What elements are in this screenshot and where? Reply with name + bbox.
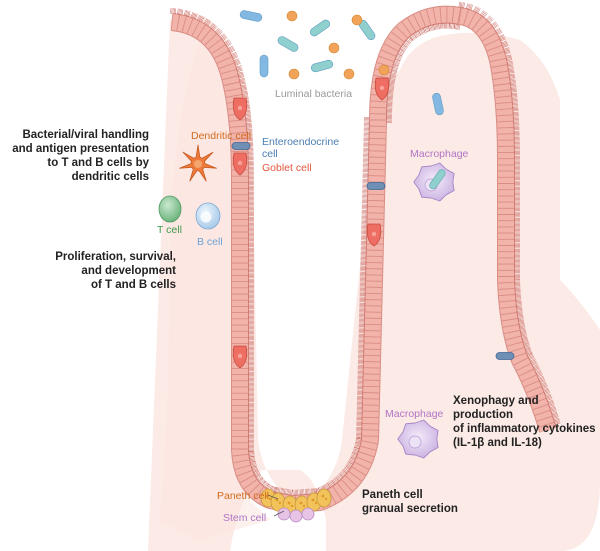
paneth-cell-6	[316, 488, 332, 508]
goblet-mucus-3	[379, 85, 385, 91]
paneth-granule-b-5	[314, 501, 318, 505]
luminal-bacterium-rod-4	[259, 54, 269, 78]
xenophagy-note-line2: of inflammatory cytokines	[453, 423, 596, 435]
epithelium-layer	[170, 1, 561, 513]
luminal-bacterium-coccus-2	[351, 14, 363, 26]
xenophagy-note: Xenophagy and production of inflammatory…	[453, 394, 600, 450]
luminal-bacterium-rod-1	[239, 10, 263, 22]
b-cell-label: B cell	[197, 236, 223, 248]
antigen-note-line3: to T and B cells by	[47, 157, 149, 169]
goblet-mucus-1	[237, 105, 243, 111]
paneth-granule-4	[299, 501, 303, 505]
luminal-bacterium-coccus-1	[286, 10, 298, 22]
luminal-bacterium-rod-5	[310, 59, 334, 73]
dendritic-cell-label: Dendritic cell	[191, 130, 252, 142]
paneth-granule-6	[321, 494, 325, 498]
antigen-note-line4: dendritic cells	[71, 171, 149, 183]
antigen-note-line1: Bacterial/viral handling	[22, 129, 149, 141]
right-villus-outer-wall-cell-borders	[458, 8, 555, 428]
paneth-granule-3	[287, 501, 291, 505]
dendritic-cell-nucleus	[194, 160, 202, 168]
luminal-bacteria-label: Luminal bacteria	[275, 88, 353, 100]
antigen-note-line2: and antigen presentation	[12, 143, 149, 155]
luminal-bacterium-coccus-3	[328, 42, 340, 54]
xenophagy-note-line1: Xenophagy and production	[453, 395, 539, 421]
proliferation-note: Proliferation, survival, and development…	[0, 250, 176, 292]
paneth-granule-1	[265, 494, 269, 498]
paneth-cell-leader	[267, 494, 279, 500]
t-cell-label: T cell	[157, 224, 182, 236]
right-villus-outer-wall	[458, 1, 561, 433]
proliferation-note-line1: Proliferation, survival,	[55, 251, 176, 263]
antigen-presentation-note: Bacterial/viral handling and antigen pre…	[0, 128, 149, 184]
paneth-granule-2	[275, 498, 279, 502]
left-villus-wall-band	[170, 14, 294, 512]
luminal-bacterium-coccus-5	[343, 68, 355, 80]
luminal-bacteria-group	[239, 10, 444, 116]
right-villus-outer-wall-band	[458, 8, 556, 433]
luminal-bacterium-rod-7	[432, 92, 444, 116]
luminal-bacterium-coccus-4	[288, 68, 300, 80]
paneth-granule-b-6	[324, 497, 328, 501]
paneth-granule-b-2	[278, 501, 282, 505]
luminal-bacterium-rod-3	[277, 36, 299, 52]
b-cell-nucleus	[200, 211, 212, 223]
t-cell	[158, 195, 182, 223]
enteroendocrine-label-line2: cell	[262, 148, 278, 160]
paneth-granule-b-3	[290, 504, 294, 508]
stem-cell-1	[277, 507, 291, 521]
macrophage-bottom-nucleus	[408, 435, 422, 449]
right-villus-outer-wall-brush-border	[458, 1, 561, 425]
paneth-note-line1: Paneth cell	[362, 489, 423, 501]
paneth-granule-5	[311, 498, 315, 502]
macrophage-bottom-label: Macrophage	[385, 408, 444, 420]
macrophage-top-label: Macrophage	[410, 148, 469, 160]
enteroendocrine-label-line1: Enteroendocrine	[262, 136, 340, 148]
paneth-granule-b-4	[302, 504, 306, 508]
luminal-bacterium-coccus-6	[378, 64, 390, 76]
engulfed-bacterium	[429, 169, 446, 190]
goblet-mucus-2	[237, 160, 243, 166]
proliferation-note-line2: and development	[81, 265, 176, 277]
goblet-mucus-4	[371, 231, 377, 237]
label-leaders	[267, 494, 285, 517]
paneth-granule-b-1	[268, 497, 272, 501]
luminal-bacterium-rod-2	[309, 19, 331, 37]
paneth-secretion-note: Paneth cell granual secretion	[362, 488, 458, 516]
enteroendocrine-cell-2	[366, 182, 386, 190]
paneth-cell-label: Paneth cell	[217, 490, 269, 502]
stem-cell-3	[301, 507, 315, 521]
stem-cell-label: Stem cell	[223, 512, 267, 524]
xenophagy-note-line3: (IL-1β and IL-18)	[453, 437, 542, 449]
goblet-cell-label: Goblet cell	[262, 162, 312, 174]
right-villus-tip-brush-border	[385, 22, 461, 123]
proliferation-note-line3: of T and B cells	[91, 279, 176, 291]
enteroendocrine-cell-label: Enteroendocrine cell	[262, 136, 339, 160]
enteroendocrine-cell-3	[495, 352, 515, 360]
immune-cells	[158, 144, 455, 459]
crypt-right-wall-brush-border	[292, 117, 371, 496]
goblet-mucus-5	[237, 353, 243, 359]
stem-cell-2	[289, 509, 303, 523]
enteroendocrine-cell-1	[231, 142, 251, 150]
stem-cell-leader	[273, 510, 285, 517]
crypt-right-wall	[291, 117, 387, 513]
paneth-note-line2: granual secretion	[362, 503, 458, 515]
